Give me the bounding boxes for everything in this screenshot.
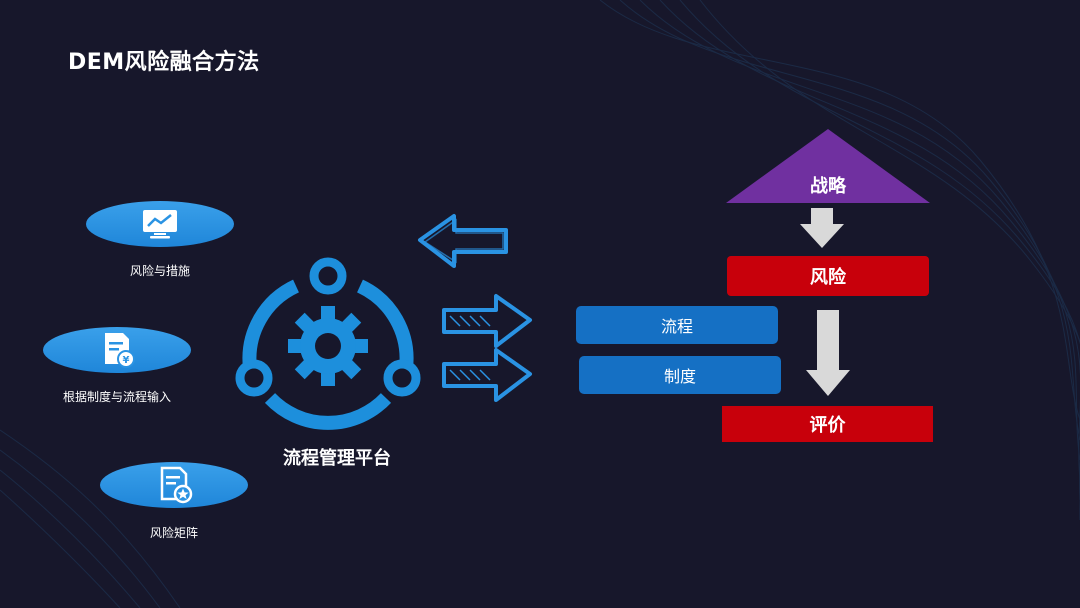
arrow-left-icon: [418, 214, 508, 268]
svg-text:¥: ¥: [123, 355, 130, 366]
gear-cycle-icon: [235, 257, 421, 430]
strategy-label: 战略: [810, 176, 846, 197]
item-risk-matrix-label: 风险矩阵: [149, 526, 198, 540]
item-risk-measures-label: 风险与措施: [129, 264, 190, 278]
page-title: DEM风险融合方法: [68, 50, 260, 75]
risk-box: 风险: [727, 256, 929, 296]
process-box: 流程: [576, 306, 778, 344]
document-star-icon: [160, 466, 193, 504]
arrow-down-icon: [806, 310, 850, 396]
hub-label: 流程管理平台: [283, 448, 391, 469]
arrow-right-icon: [442, 348, 532, 402]
monitor-chart-icon: [143, 210, 177, 239]
item-policy-process-input-label: 根据制度与流程输入: [62, 390, 171, 404]
item-risk-measures: [86, 201, 234, 247]
arrow-down-icon: [800, 208, 844, 248]
document-yuan-icon: ¥: [105, 333, 135, 368]
arrow-right-icon: [442, 294, 532, 348]
item-policy-process-input: ¥: [43, 327, 191, 373]
item-risk-matrix: [100, 462, 248, 508]
strategy-triangle: [726, 129, 930, 203]
policy-box: 制度: [579, 356, 781, 394]
evaluation-box: 评价: [722, 406, 933, 442]
